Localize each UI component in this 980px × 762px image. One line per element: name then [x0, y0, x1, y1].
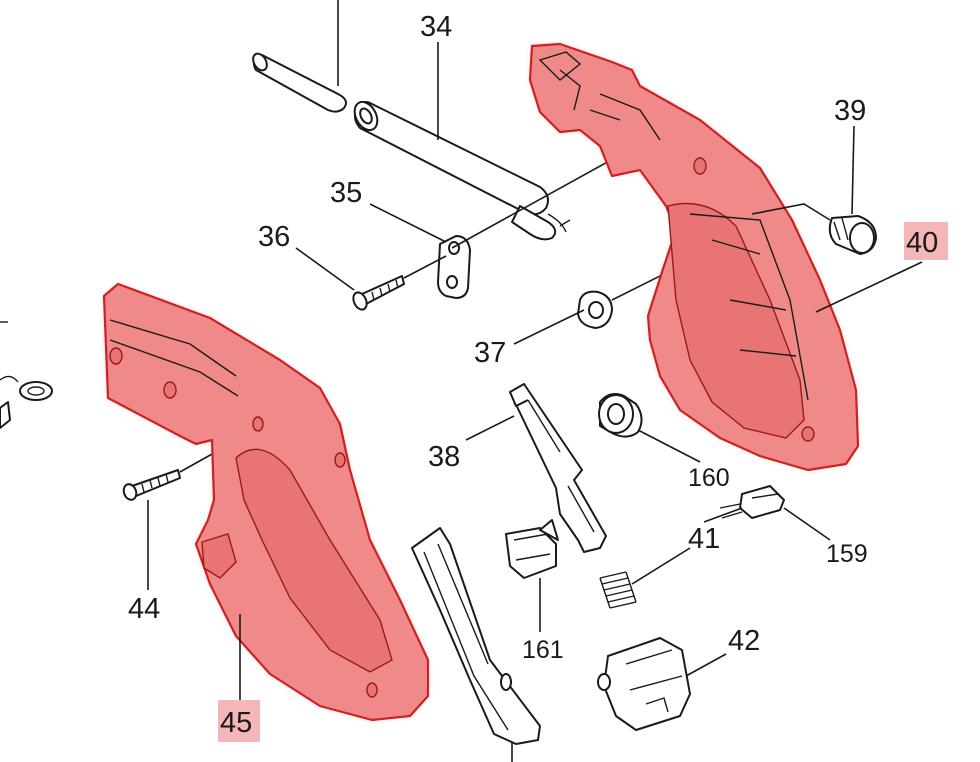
label-34: 34 — [420, 11, 452, 43]
label-39: 39 — [834, 95, 866, 127]
pin-top — [252, 0, 347, 113]
label-40: 40 — [906, 227, 938, 259]
label-37: 37 — [474, 337, 506, 369]
label-35: 35 — [330, 177, 362, 209]
label-41: 41 — [688, 523, 720, 555]
label-38: 38 — [428, 441, 460, 473]
part-44-screw — [122, 469, 181, 501]
label-42: 42 — [728, 625, 760, 657]
label-44: 44 — [128, 593, 160, 625]
part-41-spring — [599, 571, 637, 609]
part-40-housing-right — [528, 42, 860, 472]
part-42-switch-block — [597, 637, 691, 731]
part-35-bracket — [437, 235, 471, 299]
part-38-lever — [509, 383, 607, 553]
part-39-knob — [828, 215, 877, 255]
part-160-roller — [598, 393, 643, 438]
part-34-shaft — [353, 100, 571, 241]
trigger-strip — [411, 527, 541, 762]
label-40-highlight — [904, 222, 948, 260]
part-45-housing-left — [102, 282, 430, 722]
label-160: 160 — [688, 464, 730, 492]
part-161-microswitch — [505, 519, 559, 579]
label-45: 45 — [220, 707, 252, 739]
label-159: 159 — [826, 540, 868, 568]
label-36: 36 — [258, 221, 290, 253]
part-37-clip — [577, 290, 613, 329]
label-161: 161 — [522, 636, 564, 664]
edge-fragment-left — [0, 321, 53, 429]
label-45-highlight — [218, 700, 260, 742]
part-36-screw — [352, 275, 405, 311]
